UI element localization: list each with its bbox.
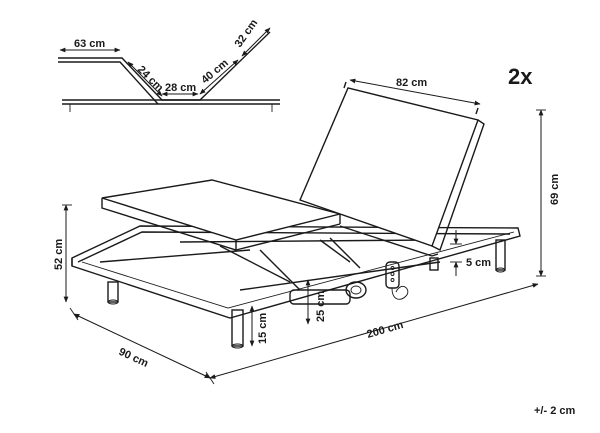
profile-label-63: 63 cm bbox=[74, 38, 105, 50]
dim-platform-height: 25 cm bbox=[315, 291, 327, 322]
dim-height-frame: 52 cm bbox=[53, 239, 65, 270]
dim-depth: 90 cm bbox=[117, 346, 151, 370]
profile-label-24: 24 cm bbox=[135, 64, 166, 95]
profile-label-40: 40 cm bbox=[199, 57, 231, 86]
quantity-label: 2x bbox=[508, 64, 533, 89]
dim-gap: 5 cm bbox=[466, 257, 491, 269]
dim-leg-height: 15 cm bbox=[257, 313, 269, 344]
dim-height-total: 69 cm bbox=[549, 174, 561, 205]
dim-length: 200 cm bbox=[366, 319, 405, 341]
tolerance-note: +/- 2 cm bbox=[534, 405, 575, 417]
dim-width-top: 82 cm bbox=[396, 77, 427, 89]
profile-label-28: 28 cm bbox=[165, 82, 196, 94]
profile-sketch: 63 cm 24 cm 28 cm 40 cm 32 cm bbox=[58, 17, 280, 112]
